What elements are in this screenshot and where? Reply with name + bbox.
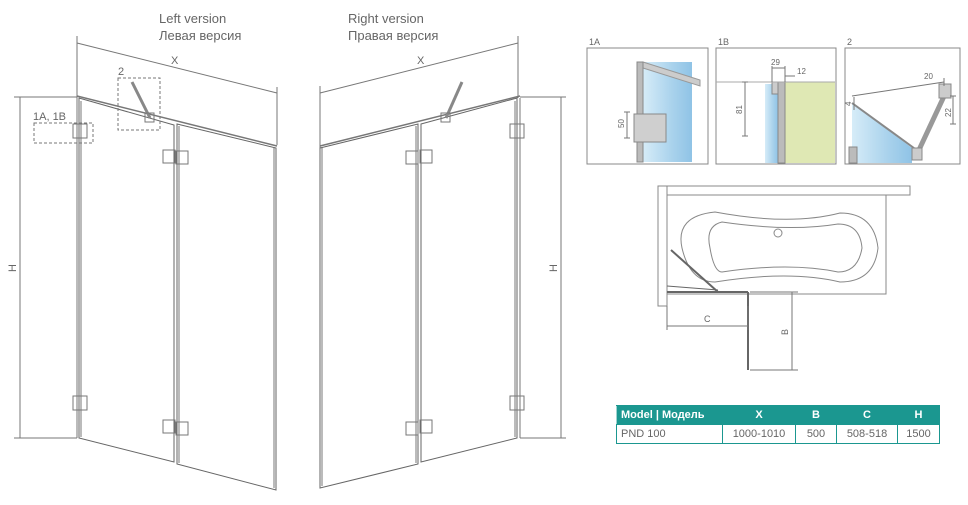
left-hinge-mid-bottom-a	[162, 419, 176, 434]
left-callout-box-1a1b	[33, 122, 94, 144]
cell-h: 1500	[897, 424, 940, 444]
plan-view	[657, 185, 911, 371]
detail-1b-dim-side: 81	[735, 105, 744, 114]
left-callout-box-2	[117, 77, 161, 131]
detail-1a	[586, 47, 709, 165]
detail-1a-dim: 50	[617, 119, 626, 128]
detail-2-glass	[852, 103, 912, 163]
right-x-dimension	[319, 36, 519, 148]
left-stabilizer-bar	[130, 81, 152, 119]
left-hinge-mid-top-b	[175, 150, 189, 165]
detail-2-dim-top: 20	[924, 72, 933, 81]
header-b: B	[795, 405, 837, 425]
right-x-label: X	[417, 55, 425, 67]
detail-2	[844, 47, 961, 165]
left-hinge-top-wall	[72, 123, 88, 139]
detail-2-dim-right: 22	[944, 108, 953, 117]
cell-b: 500	[795, 424, 837, 444]
right-hinge-mid-top-a	[405, 150, 419, 165]
left-door-panel-1	[78, 97, 175, 463]
left-h-label: H	[7, 264, 19, 272]
detail-1b-glass	[765, 84, 778, 163]
right-hinge-top-wall	[509, 123, 525, 139]
detail-1b-dim-top: 29	[771, 58, 780, 67]
plan-c-label: C	[704, 314, 711, 324]
left-version-label-ru: Левая версия	[159, 28, 242, 43]
bathtub-drain	[773, 228, 783, 238]
right-hinge-mid-top-b	[419, 149, 433, 164]
detail-1b-dim-right: 12	[797, 67, 806, 76]
left-x-label: X	[171, 55, 179, 67]
plan-b-label: B	[780, 329, 790, 335]
header-model: Model | Модель	[616, 405, 723, 425]
header-h: H	[897, 405, 940, 425]
right-stabilizer-bar	[444, 81, 464, 119]
left-version-drawing	[14, 36, 278, 491]
detail-2-dim-left: 4	[844, 101, 853, 106]
right-version-drawing	[319, 36, 566, 489]
right-version-label-en: Right version	[348, 11, 424, 26]
detail-1a-title: 1A	[589, 37, 600, 47]
left-hinge-mid-top-a	[162, 149, 176, 164]
callout-1a-1b-label: 1A, 1B	[33, 111, 66, 123]
left-h-dimension	[14, 96, 77, 439]
plan-wall-side	[657, 185, 668, 307]
bathtub-outer	[666, 194, 887, 295]
plan-wall-back	[657, 185, 911, 196]
right-hinge-mid-bottom-b	[419, 419, 433, 434]
cell-x: 1000-1010	[722, 424, 796, 444]
detail-2-title: 2	[847, 37, 852, 47]
left-x-dimension	[76, 36, 278, 145]
right-hinge-mid-bottom-a	[405, 421, 419, 436]
cell-model: PND 100	[616, 424, 723, 444]
right-version-label-ru: Правая версия	[348, 28, 439, 43]
detail-1b	[715, 47, 837, 165]
detail-1b-title: 1B	[718, 37, 729, 47]
detail-1b-wall	[785, 82, 835, 163]
header-x: X	[722, 405, 796, 425]
right-h-label: H	[548, 264, 560, 272]
left-hinge-mid-bottom-b	[175, 421, 189, 436]
left-door-panel-2	[176, 123, 277, 491]
cell-c: 508-518	[836, 424, 898, 444]
header-c: C	[836, 405, 898, 425]
detail-2-stabilizer-bar	[915, 90, 949, 154]
table-row: PND 100 1000-1010 500 508-518 1500	[616, 424, 940, 444]
left-hinge-bottom-wall	[72, 395, 88, 411]
bathtub-inner	[680, 211, 879, 283]
plan-stabilizer-line	[666, 285, 719, 291]
detail-1a-hinge	[633, 113, 667, 143]
spec-table-header: Model | Модель X B C H	[616, 405, 940, 425]
right-door-panel-2	[420, 97, 518, 463]
right-h-dimension	[520, 96, 566, 439]
right-hinge-bottom-wall	[509, 395, 525, 411]
left-version-label-en: Left version	[159, 11, 227, 26]
right-door-panel-1	[319, 123, 419, 489]
callout-2-label: 2	[118, 66, 124, 78]
spec-table: Model | Модель X B C H PND 100 1000-1010…	[616, 405, 940, 444]
